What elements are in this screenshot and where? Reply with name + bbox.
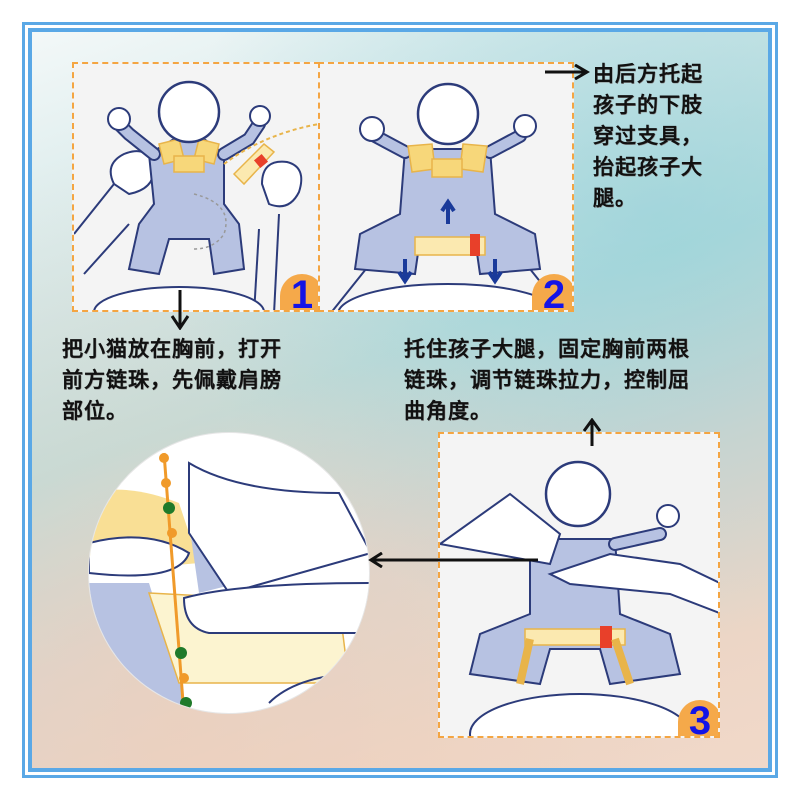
step-3-badge: 3: [678, 700, 718, 736]
caption-line: 前方链珠，先佩戴肩膀: [62, 367, 282, 392]
step-1-panel: 1: [72, 62, 320, 312]
step-2-caption: 由后方托起 孩子的下肢 穿过支具， 抬起孩子大 腿。: [593, 58, 703, 213]
caption-line: 孩子的下肢: [593, 92, 703, 117]
baby-harness-illustration-3: [440, 460, 718, 736]
step-2-badge: 2: [532, 274, 572, 310]
arrow-down-icon: [170, 290, 190, 330]
step-3-caption: 托住孩子大腿，固定胸前两根 链珠，调节链珠拉力，控制屈 曲角度。: [404, 333, 690, 426]
caption-line: 抬起孩子大: [593, 154, 703, 179]
baby-harness-illustration-1: [74, 80, 318, 310]
caption-line: 曲角度。: [404, 398, 492, 423]
step-1-badge: 1: [280, 274, 318, 310]
caption-line: 链珠，调节链珠拉力，控制屈: [404, 367, 690, 392]
caption-line: 托住孩子大腿，固定胸前两根: [404, 336, 690, 361]
caption-line: 腿。: [593, 185, 637, 210]
caption-line: 穿过支具，: [593, 123, 703, 148]
outer-frame-border: [22, 22, 778, 778]
step-2-panel: 2: [318, 62, 574, 312]
step-1-caption: 把小猫放在胸前，打开 前方链珠，先佩戴肩膀 部位。: [62, 333, 282, 426]
magnified-detail-circle: [88, 432, 370, 714]
arrow-up-icon: [582, 418, 602, 446]
magnified-buckle-illustration: [89, 452, 369, 713]
arrow-left-icon: [368, 552, 538, 568]
step-3-panel: 3: [438, 432, 720, 738]
caption-line: 部位。: [62, 398, 128, 423]
caption-line: 把小猫放在胸前，打开: [62, 336, 282, 361]
baby-harness-illustration-2: [331, 82, 565, 310]
caption-line: 由后方托起: [593, 61, 703, 86]
arrow-right-icon: [545, 64, 590, 80]
